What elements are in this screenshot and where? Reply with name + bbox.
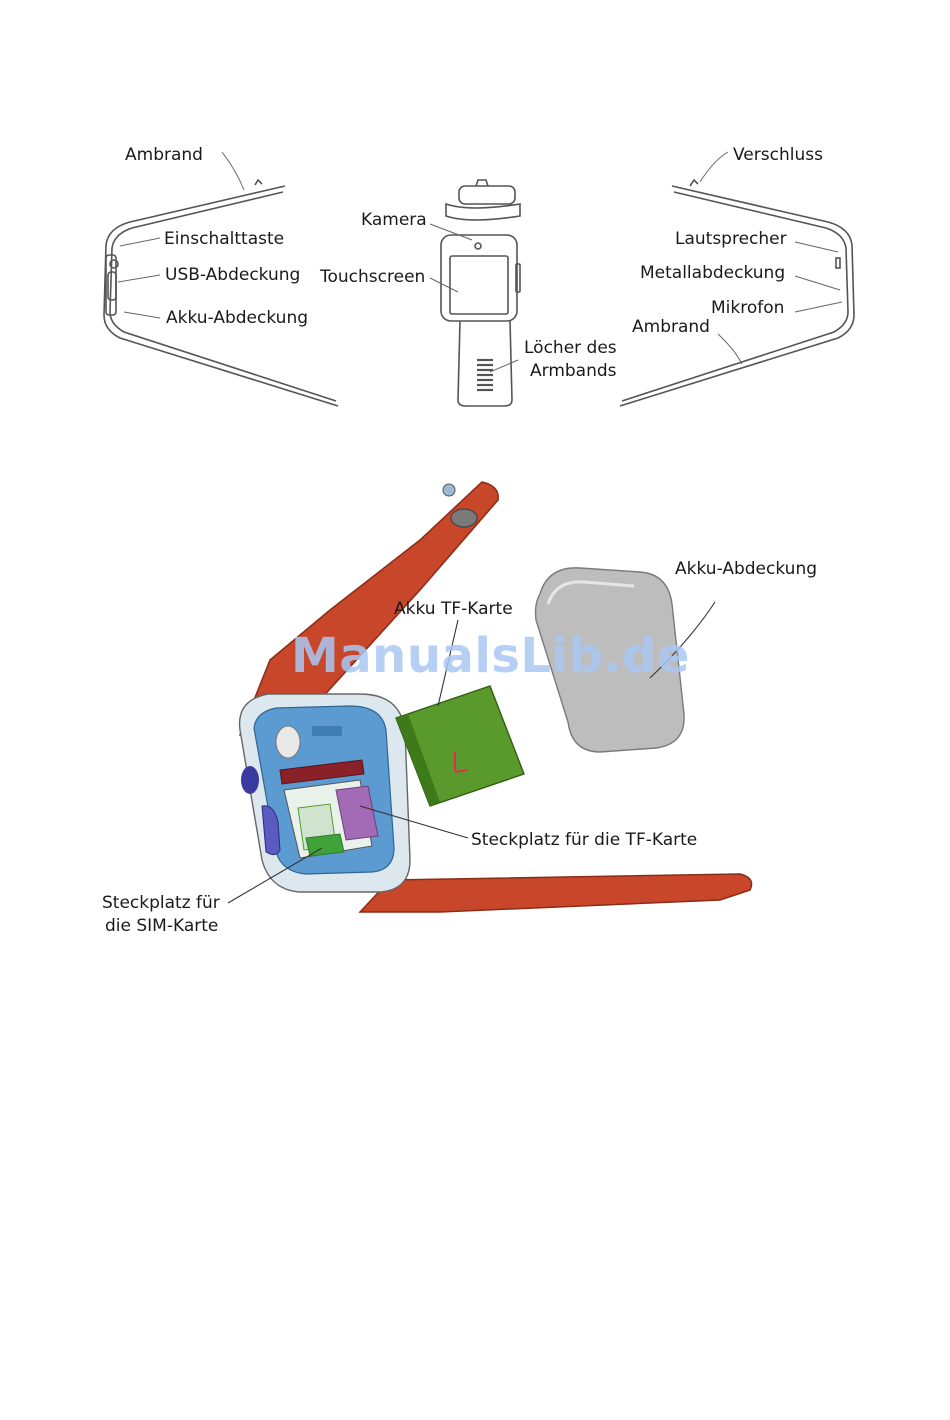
label-kamera: Kamera: [361, 209, 427, 231]
label-mikrofon: Mikrofon: [711, 297, 784, 319]
label-akku-abdeckung-bottom: Akku-Abdeckung: [675, 558, 817, 580]
right-side-view: [620, 180, 854, 406]
label-loecher-line1: Löcher des: [524, 337, 617, 359]
label-akku-abdeckung-top: Akku-Abdeckung: [166, 307, 308, 329]
label-usb-abdeckung: USB-Abdeckung: [165, 264, 300, 286]
label-verschluss: Verschluss: [733, 144, 823, 166]
lower-strap: [360, 874, 752, 912]
manualslib-watermark: ManualsLib.de: [291, 628, 690, 684]
label-einschalttaste: Einschalttaste: [164, 228, 284, 250]
label-ambrand-left: Ambrand: [125, 144, 203, 166]
label-lautsprecher: Lautsprecher: [675, 228, 787, 250]
label-metallabdeckung: Metallabdeckung: [640, 262, 785, 284]
label-touchscreen: Touchscreen: [320, 266, 425, 288]
label-steckplatz-sim-line1: Steckplatz für: [102, 892, 220, 914]
label-steckplatz-sim-line2: die SIM-Karte: [105, 915, 218, 937]
label-loecher-line2: Armbands: [530, 360, 617, 382]
label-steckplatz-tf: Steckplatz für die TF-Karte: [471, 829, 697, 851]
label-akku-tf-karte: Akku TF-Karte: [394, 598, 513, 620]
sim-card-slot-graphic: [306, 834, 344, 856]
label-ambrand-right: Ambrand: [632, 316, 710, 338]
front-view: [441, 180, 520, 406]
left-side-view: [104, 180, 338, 406]
